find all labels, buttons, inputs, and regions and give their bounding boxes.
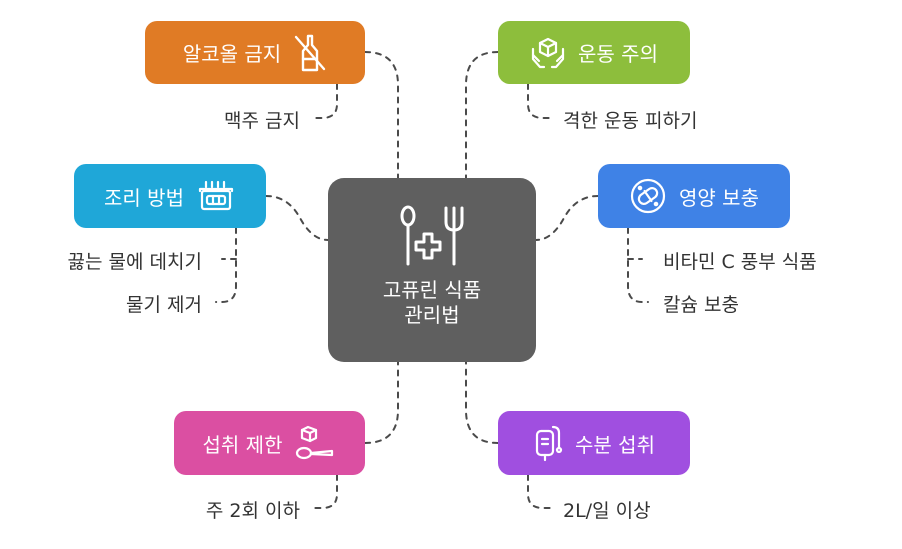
vitamin-pill-icon <box>630 178 666 214</box>
connector-nutrition-notes <box>627 227 649 303</box>
connector-water-note <box>527 474 551 509</box>
topic-alcohol: 알코올 금지 <box>145 21 365 84</box>
connector-exercise-note <box>527 83 551 119</box>
topic-water: 수분 섭취 <box>498 411 690 475</box>
note-intake-1: 주 2회 이하 <box>205 500 300 522</box>
note-exercise-1: 격한 운동 피하기 <box>563 110 698 132</box>
note-nutrition-1: 비타민 C 풍부 식품 <box>663 251 817 273</box>
connector-alcohol <box>364 51 399 179</box>
note-cooking-1: 끓는 물에 데치기 <box>67 251 202 273</box>
connector-alcohol-note <box>313 83 338 119</box>
topic-water-label: 수분 섭취 <box>575 432 655 457</box>
topic-nutrition-label: 영양 보충 <box>679 185 759 210</box>
connector-exercise <box>465 51 499 179</box>
spoon-cube-icon <box>296 425 334 460</box>
topic-intake: 섭취 제한 <box>174 411 365 475</box>
topic-alcohol-label: 알코올 금지 <box>182 42 282 66</box>
topic-cooking-label: 조리 방법 <box>104 185 184 210</box>
connector-intake <box>364 361 399 444</box>
center-title: 고퓨린 식품 관리법 <box>383 278 481 328</box>
topic-nutrition: 영양 보충 <box>598 164 790 228</box>
center-title-line2: 관리법 <box>404 303 460 327</box>
note-nutrition-2: 칼슘 보충 <box>663 294 739 316</box>
note-water-1: 2L/일 이상 <box>563 500 651 522</box>
note-cooking-2: 물기 제거 <box>126 294 202 316</box>
pot-icon <box>198 180 234 211</box>
connector-nutrition <box>535 195 599 241</box>
fork-spoon-medical-cross-icon <box>400 205 464 266</box>
topic-exercise: 운동 주의 <box>498 21 690 84</box>
topic-cooking: 조리 방법 <box>74 164 266 228</box>
center-node: 고퓨린 식품 관리법 <box>328 178 536 362</box>
connector-intake-note <box>313 474 338 509</box>
connector-water <box>465 361 499 444</box>
no-bottle-icon <box>294 34 326 71</box>
center-title-line1: 고퓨린 식품 <box>382 278 482 302</box>
hands-box-icon <box>531 37 565 68</box>
note-alcohol-1: 맥주 금지 <box>224 110 300 132</box>
connector-cooking <box>265 195 329 241</box>
topic-exercise-label: 운동 주의 <box>578 42 658 66</box>
iv-bag-icon <box>535 425 563 462</box>
topic-intake-label: 섭취 제한 <box>202 432 283 457</box>
connector-cooking-notes <box>215 227 237 303</box>
